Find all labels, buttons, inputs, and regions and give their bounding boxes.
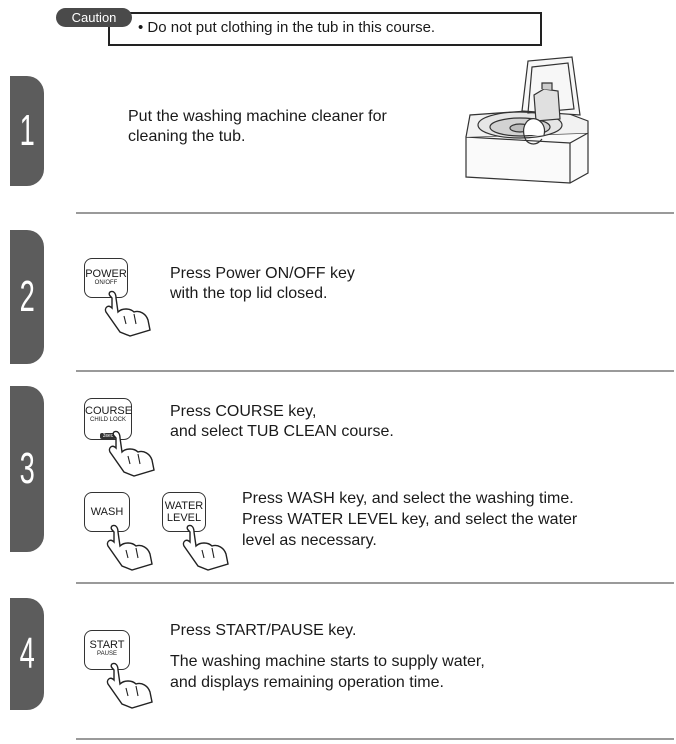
step-4b-line-2: and displays remaining operation time. (170, 674, 444, 691)
pointing-hand-icon (182, 524, 229, 571)
step-4-tab: 4 (10, 598, 44, 710)
step-3-line-1: Press COURSE key, (170, 403, 317, 420)
step-2-line-2: with the top lid closed. (170, 285, 328, 302)
pointing-hand-icon (108, 430, 155, 477)
divider-1 (76, 212, 674, 214)
step-3-line-2: and select TUB CLEAN course. (170, 423, 394, 440)
caution-box (108, 12, 542, 46)
divider-4 (76, 738, 674, 740)
pointing-hand-icon (104, 290, 151, 337)
step-1-tab: 1 (10, 76, 44, 186)
water-level-key[interactable]: WATER LEVEL (162, 492, 206, 532)
caution-label: Caution (56, 8, 132, 27)
step-3b-line-1: Press WASH key, and select the washing t… (242, 490, 574, 507)
pointing-hand-icon (106, 662, 153, 709)
start-pause-key[interactable]: START PAUSE (84, 630, 130, 670)
pointing-hand-icon (106, 524, 153, 571)
step-2-tab: 2 (10, 230, 44, 364)
divider-2 (76, 370, 674, 372)
course-key[interactable]: COURSE CHILD LOCK 3sec (84, 398, 132, 440)
step-1-line-1: Put the washing machine cleaner for (128, 108, 387, 125)
step-1-line-2: cleaning the tub. (128, 128, 246, 145)
washing-machine-open-lid-illustration (465, 56, 589, 184)
divider-3 (76, 582, 674, 584)
step-2-line-1: Press Power ON/OFF key (170, 265, 355, 282)
power-key[interactable]: POWER ON/OFF (84, 258, 128, 298)
wash-key[interactable]: WASH (84, 492, 130, 532)
step-4b-line-1: The washing machine starts to supply wat… (170, 653, 485, 670)
step-3b-line-3: level as necessary. (242, 532, 377, 549)
step-4-line-1: Press START/PAUSE key. (170, 622, 357, 639)
caution-text: • Do not put clothing in the tub in this… (138, 19, 436, 36)
step-3b-line-2: Press WATER LEVEL key, and select the wa… (242, 511, 578, 528)
step-3-tab: 3 (10, 386, 44, 552)
